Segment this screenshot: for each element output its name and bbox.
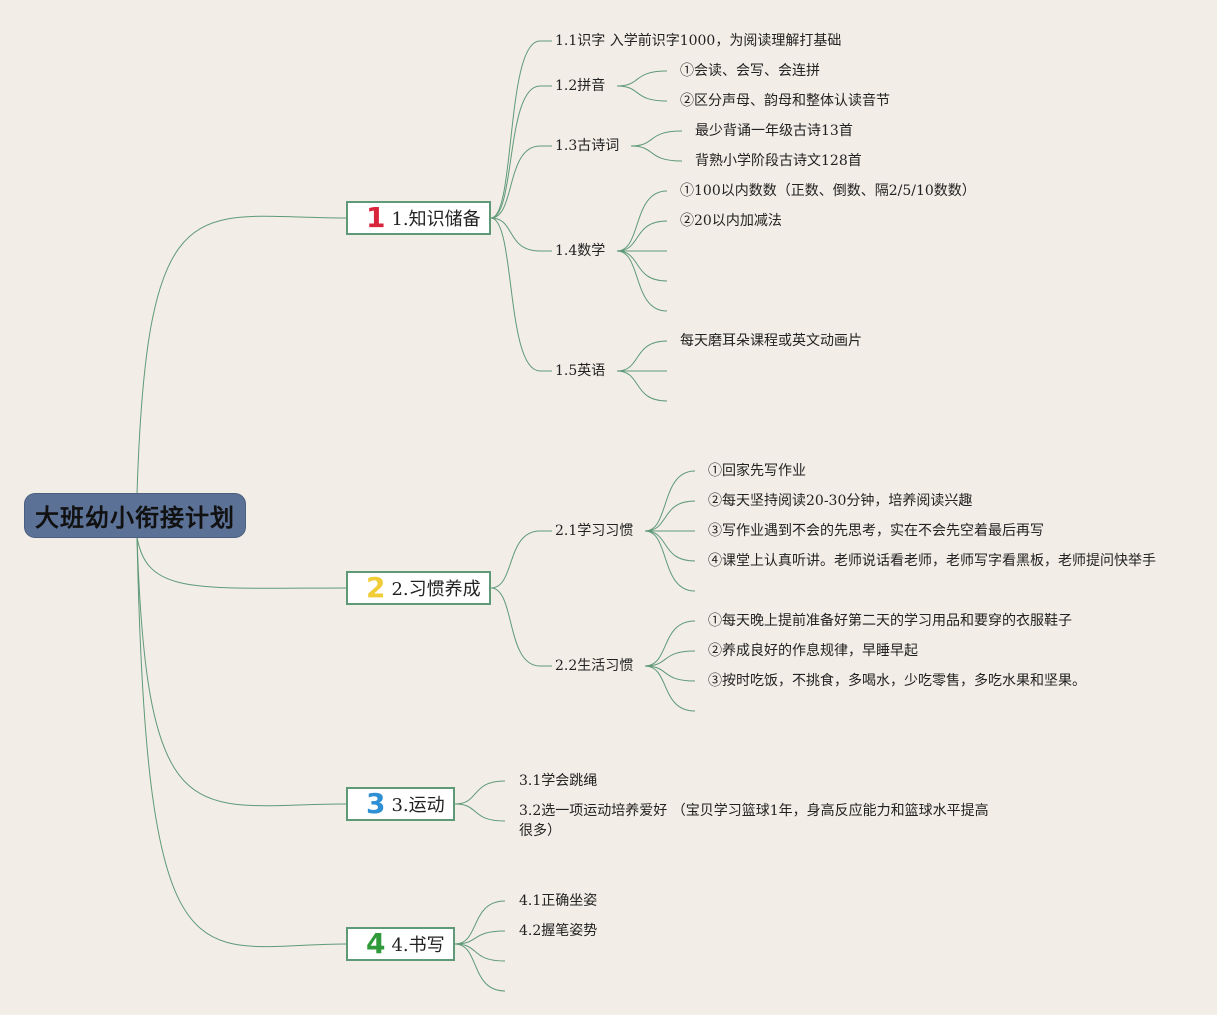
topic-4-1[interactable]: 4.1正确坐姿: [519, 893, 598, 909]
connector: [490, 217, 552, 372]
connector: [644, 665, 696, 712]
item-1-3-2[interactable]: 背熟小学阶段古诗文128首: [695, 153, 862, 169]
connector: [616, 340, 668, 372]
connector: [490, 217, 552, 252]
root-connector: [136, 215, 347, 495]
branch-node-3[interactable]: 3 3.运动: [346, 787, 455, 821]
topic-4-2[interactable]: 4.2握笔姿势: [519, 923, 598, 939]
connector: [454, 803, 506, 822]
connector: [616, 85, 668, 102]
connector: [616, 250, 668, 312]
item-2-1-2[interactable]: ②每天坚持阅读20-30分钟，培养阅读兴趣: [708, 493, 973, 509]
connector: [490, 40, 552, 219]
topic-1-1[interactable]: 1.1识字 入学前识字1000，为阅读理解打基础: [555, 33, 842, 49]
item-1-2-1[interactable]: ①会读、会写、会连拼: [680, 63, 820, 79]
branch-label-1: 1.知识储备: [391, 209, 481, 230]
connector: [644, 650, 696, 667]
topic-2-2[interactable]: 2.2生活习惯: [555, 658, 634, 674]
topic-1-5[interactable]: 1.5英语: [555, 363, 606, 379]
topic-1-3[interactable]: 1.3古诗词: [555, 138, 620, 154]
item-1-3-1[interactable]: 最少背诵一年级古诗13首: [695, 123, 853, 139]
connector: [644, 530, 696, 562]
root-title: 大班幼小衔接计划: [35, 504, 235, 532]
branch-label-3: 3.运动: [391, 795, 445, 816]
item-2-1-1[interactable]: ①回家先写作业: [708, 463, 806, 479]
connector: [454, 943, 506, 962]
connector: [490, 145, 552, 219]
connector: [490, 530, 552, 589]
item-2-1-3[interactable]: ③写作业遇到不会的先思考，实在不会先空着最后再写: [708, 523, 1044, 539]
item-2-1-4[interactable]: ④课堂上认真听讲。老师说话看老师，老师写字看黑板，老师提问快举手: [708, 553, 1156, 569]
item-1-4-2[interactable]: ②20以内加减法: [680, 213, 782, 229]
connector: [454, 930, 506, 945]
item-2-2-1[interactable]: ①每天晚上提前准备好第二天的学习用品和要穿的衣服鞋子: [708, 613, 1072, 629]
branch-node-1[interactable]: 1 1.知识储备: [346, 201, 491, 235]
branch-node-4[interactable]: 4 4.书写: [346, 927, 455, 961]
branch-node-2[interactable]: 2 2.习惯养成: [346, 571, 491, 605]
item-2-2-3[interactable]: ③按时吃饭，不挑食，多喝水，少吃零售，多吃水果和坚果。: [708, 673, 1086, 689]
connector: [630, 130, 683, 147]
branch-label-4: 4.书写: [391, 935, 445, 956]
connector: [644, 530, 696, 592]
root-connector: [136, 536, 347, 589]
connector: [616, 370, 668, 402]
connector: [630, 145, 683, 162]
topic-1-4[interactable]: 1.4数学: [555, 243, 606, 259]
connector: [644, 470, 696, 532]
item-1-5-1[interactable]: 每天磨耳朵课程或英文动画片: [680, 333, 862, 349]
root-connector: [136, 536, 347, 807]
connector: [616, 250, 668, 282]
branch-label-2: 2.习惯养成: [391, 579, 481, 600]
connector: [644, 665, 696, 682]
root-connector: [136, 536, 347, 948]
connector: [454, 780, 506, 805]
branch-number-3: 3: [366, 787, 386, 820]
connector: [490, 587, 552, 667]
connector: [490, 85, 552, 219]
topic-3-2[interactable]: 3.2选一项运动培养爱好 （宝贝学习篮球1年，身高反应能力和篮球水平提高很多）: [519, 803, 989, 839]
branch-number-2: 2: [366, 571, 386, 604]
topic-3-1[interactable]: 3.1学会跳绳: [519, 773, 598, 789]
connector: [644, 500, 696, 532]
connector: [616, 220, 668, 252]
item-2-2-2[interactable]: ②养成良好的作息规律，早睡早起: [708, 643, 918, 659]
branch-number-1: 1: [366, 201, 386, 234]
item-1-2-2[interactable]: ②区分声母、韵母和整体认读音节: [680, 93, 890, 109]
connector: [644, 620, 696, 667]
root-node[interactable]: 大班幼小衔接计划: [25, 494, 245, 537]
connector: [616, 190, 668, 252]
topic-1-2[interactable]: 1.2拼音: [555, 78, 606, 94]
topic-2-1[interactable]: 2.1学习习惯: [555, 523, 634, 539]
connector: [454, 900, 506, 945]
item-1-4-1[interactable]: ①100以内数数（正数、倒数、隔2/5/10数数）: [680, 183, 976, 199]
branch-number-4: 4: [366, 927, 386, 960]
connector: [616, 70, 668, 87]
connector: [454, 943, 506, 992]
